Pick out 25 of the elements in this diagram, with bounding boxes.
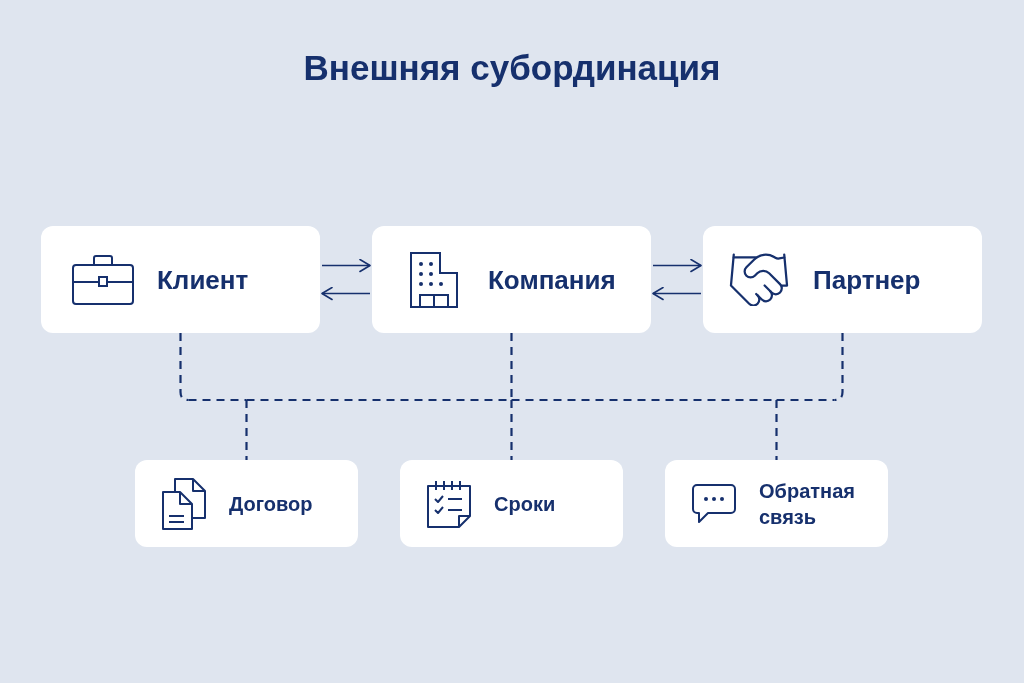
- arrow: [321, 286, 371, 301]
- node-label: Договор: [229, 491, 313, 517]
- node-label: Обратная связь: [759, 478, 856, 530]
- dashed-connector: [245, 400, 248, 460]
- dashed-connector: [510, 333, 513, 400]
- dashed-connector: [775, 400, 778, 460]
- dashed-connector: [188, 398, 247, 402]
- node-card: [400, 460, 623, 547]
- arrow: [652, 258, 702, 273]
- node-card: [135, 460, 358, 547]
- node-label: Клиент: [157, 263, 249, 296]
- diagram-title: Внешняя субординация: [303, 47, 721, 89]
- node-label: Сроки: [494, 491, 556, 517]
- arrow: [321, 258, 371, 273]
- node-card: [703, 226, 982, 333]
- arrow: [652, 286, 702, 301]
- node-card: [372, 226, 651, 333]
- node-label: Компания: [488, 263, 616, 296]
- node-card: [41, 226, 320, 333]
- dashed-connector: [834, 333, 844, 402]
- node-label: Партнер: [813, 263, 921, 296]
- node-card: [665, 460, 888, 547]
- dashed-connector: [179, 333, 189, 402]
- dashed-connector: [510, 400, 513, 460]
- dashed-connector: [776, 398, 835, 402]
